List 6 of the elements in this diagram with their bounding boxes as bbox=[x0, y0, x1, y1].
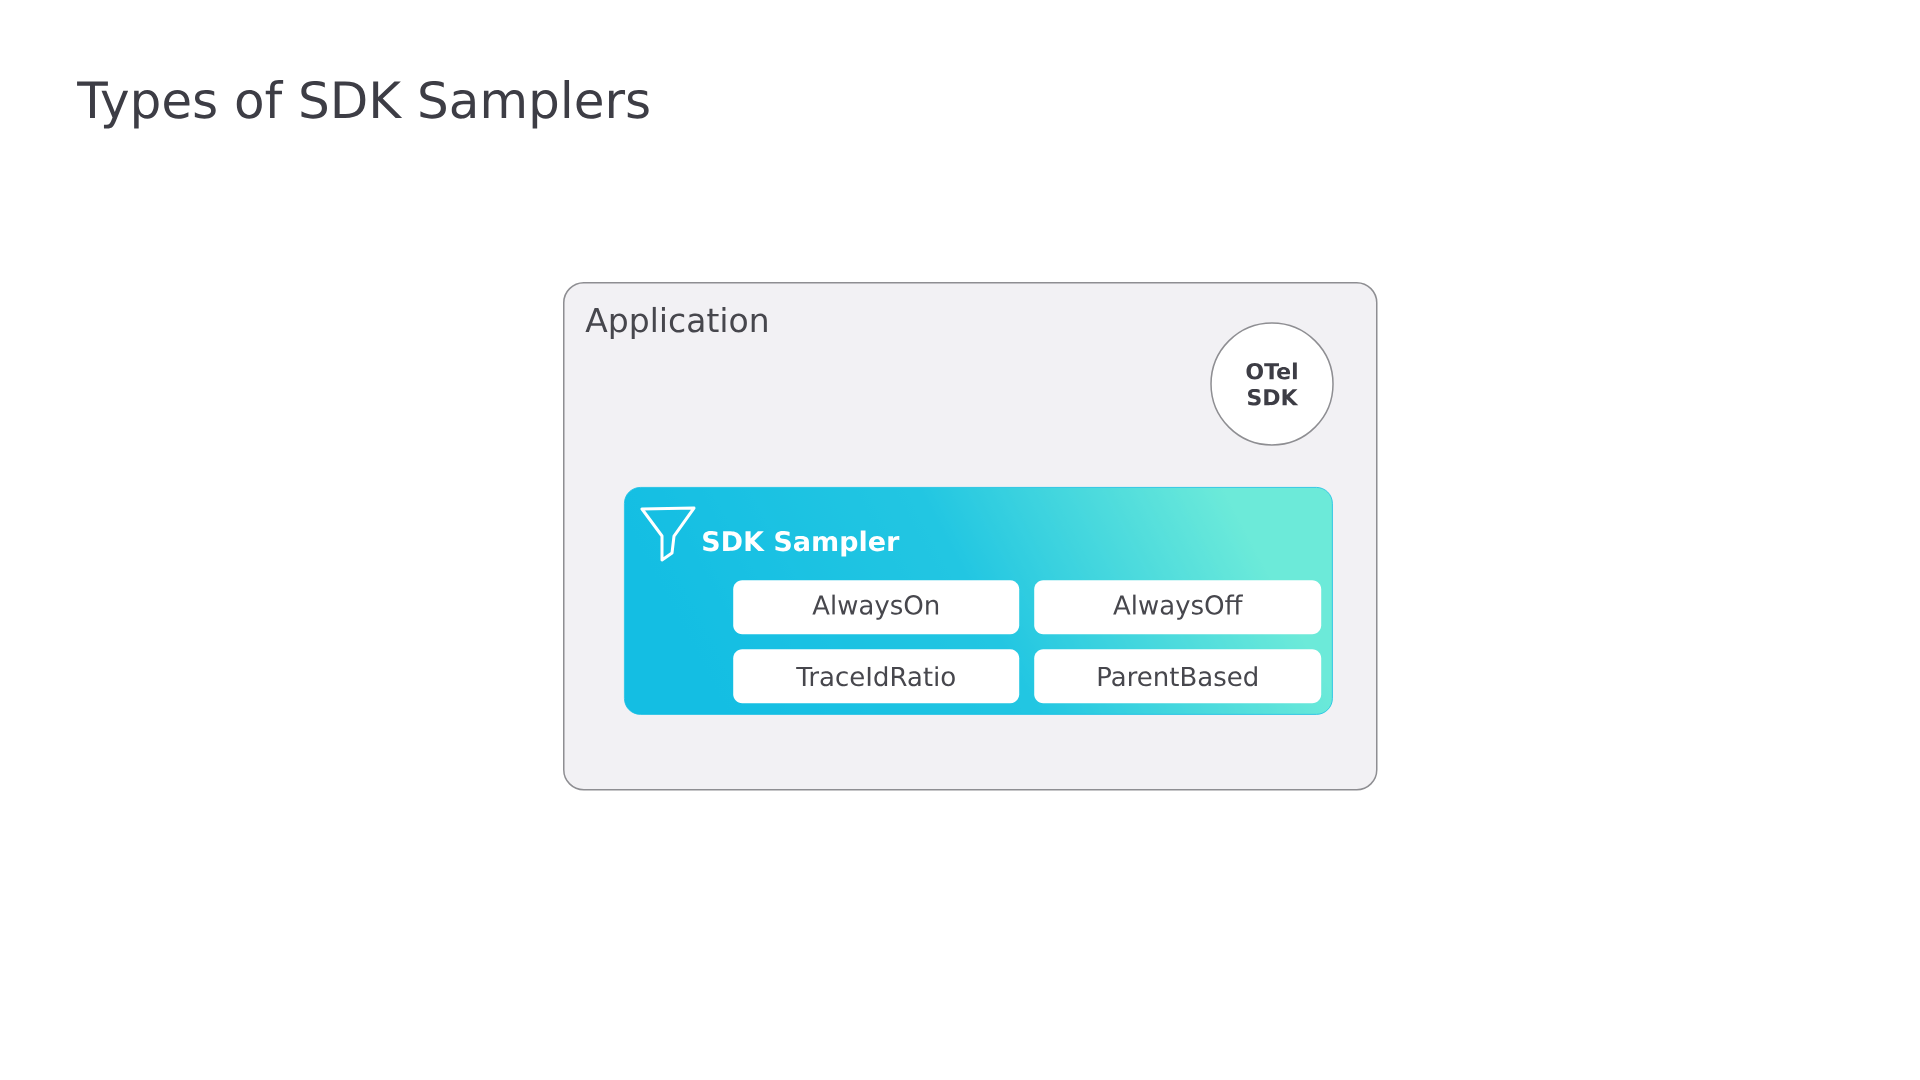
label-box: AlwaysOn bbox=[733, 580, 1020, 635]
circle-node: OTel SDK bbox=[1210, 322, 1334, 446]
slide-title: Types of SDK Samplers bbox=[77, 80, 649, 129]
label-box: AlwaysOff bbox=[1034, 580, 1322, 635]
label-box: ParentBased bbox=[1034, 649, 1322, 704]
label-box: TraceIdRatio bbox=[733, 649, 1020, 704]
